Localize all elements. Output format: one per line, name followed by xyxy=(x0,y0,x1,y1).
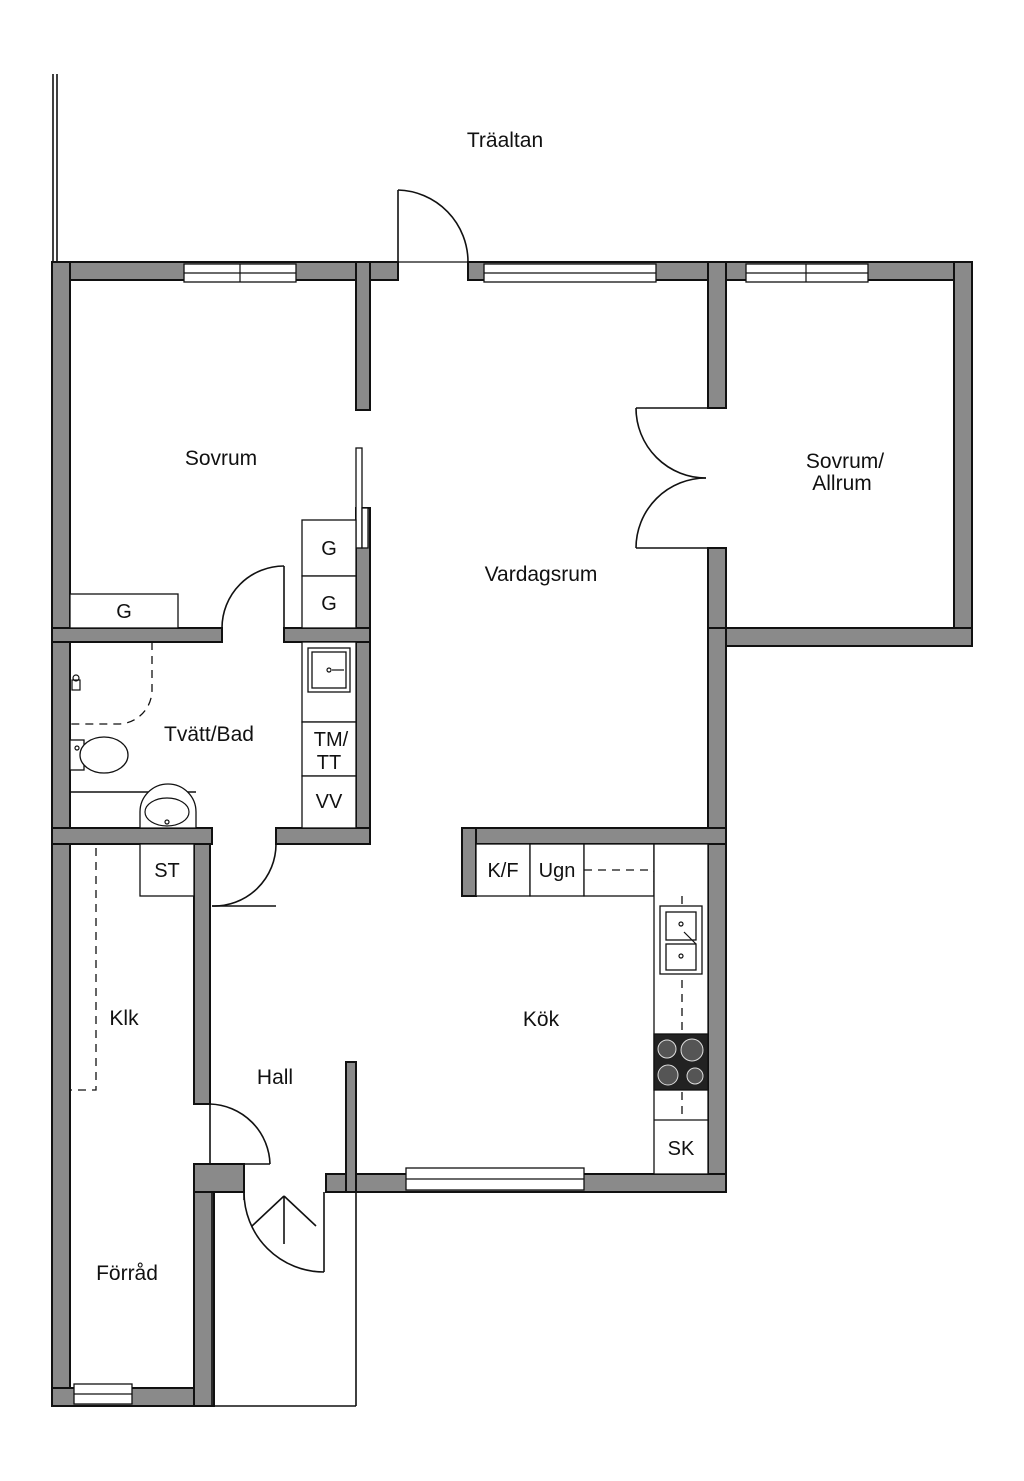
door-entrance xyxy=(243,1191,325,1273)
wall-closet-hall-upper xyxy=(193,843,211,1105)
wall-bottom-bedroom2 xyxy=(707,627,973,647)
deck-fence xyxy=(52,74,58,262)
fixture-label-g-3: G xyxy=(116,601,132,623)
fixture-label-vv: VV xyxy=(316,791,343,813)
toilet-icon xyxy=(69,736,129,774)
fixture-label-tm-2: TT xyxy=(317,752,341,774)
wall-right-kitchen xyxy=(707,627,727,1193)
wall-kitchen-top xyxy=(461,827,727,845)
wall-closet-hall-lower xyxy=(193,1163,215,1407)
wall-right-bedroom2 xyxy=(953,261,973,647)
fixture-label-g-1: G xyxy=(321,538,337,560)
wall-entrance-left xyxy=(193,1163,245,1193)
room-label-sovrum-allrum-2: Allrum xyxy=(812,472,872,495)
door-storage xyxy=(209,1103,271,1165)
window-bedroom xyxy=(183,263,297,283)
fixture-label-kf: K/F xyxy=(487,860,518,882)
closet-shelf xyxy=(70,843,195,1091)
laundry-column xyxy=(301,641,357,829)
entrance-porch xyxy=(211,1192,357,1407)
room-label-forrad: Förråd xyxy=(96,1262,158,1285)
fixture-label-st: ST xyxy=(154,860,180,882)
doors xyxy=(209,189,708,1273)
wall-bedroom-living-upper xyxy=(355,261,371,411)
stove-icon xyxy=(653,1033,709,1091)
door-bedroom-sliding xyxy=(355,447,369,549)
wall-kitchen-top-left xyxy=(461,827,477,897)
room-labels: Träaltan Sovrum Sovrum/ Allrum Vardagsru… xyxy=(96,129,884,1285)
wall-bath-closet-left xyxy=(51,827,213,845)
fixture-label-ugn: Ugn xyxy=(539,860,576,882)
walls xyxy=(51,261,973,1407)
room-label-traaltan: Träaltan xyxy=(467,129,543,152)
kitchen-counters xyxy=(475,843,709,1175)
door-balcony xyxy=(397,189,469,263)
fixture-label-tm-1: TM/ xyxy=(314,729,349,751)
fixture-label-g-2: G xyxy=(321,593,337,615)
room-label-tvatt-bad: Tvätt/Bad xyxy=(164,723,254,746)
room-label-sovrum-allrum-1: Sovrum/ xyxy=(806,450,884,473)
window-bedroom2 xyxy=(745,263,869,283)
fixture-label-sk: SK xyxy=(668,1138,695,1160)
windows xyxy=(73,263,869,1405)
shower-tap-icon xyxy=(71,674,81,691)
wall-hall-stub xyxy=(345,1061,357,1193)
bathroom-fixtures xyxy=(69,642,197,829)
window-kitchen xyxy=(405,1167,585,1191)
door-bath-hall xyxy=(211,843,277,907)
wall-bedroom-bath-right xyxy=(283,627,371,643)
window-storage xyxy=(73,1383,133,1405)
wardrobe-bedroom xyxy=(69,593,179,629)
wardrobe-column xyxy=(301,519,357,629)
room-label-sovrum: Sovrum xyxy=(185,447,257,470)
room-label-klk: Klk xyxy=(109,1007,139,1030)
door-bath xyxy=(221,565,285,629)
entrance-arrow-icon xyxy=(251,1195,317,1244)
washbasin-icon xyxy=(70,783,197,829)
room-label-hall: Hall xyxy=(257,1066,293,1089)
room-label-kok: Kök xyxy=(523,1008,560,1031)
wall-bath-closet-right xyxy=(275,827,371,845)
door-bedroom2-double xyxy=(635,407,708,549)
room-label-vardagsrum: Vardagsrum xyxy=(485,563,598,586)
fixture-labels: G G G TM/ TT VV ST K/F Ugn SK xyxy=(116,538,695,1160)
kitchen-sink-icon xyxy=(659,905,703,975)
wall-bedroom-bath-left xyxy=(51,627,223,643)
wall-bedroom-living-lower xyxy=(355,507,371,845)
wall-living-bedroom2-upper xyxy=(707,261,727,409)
window-living-room xyxy=(483,263,657,283)
